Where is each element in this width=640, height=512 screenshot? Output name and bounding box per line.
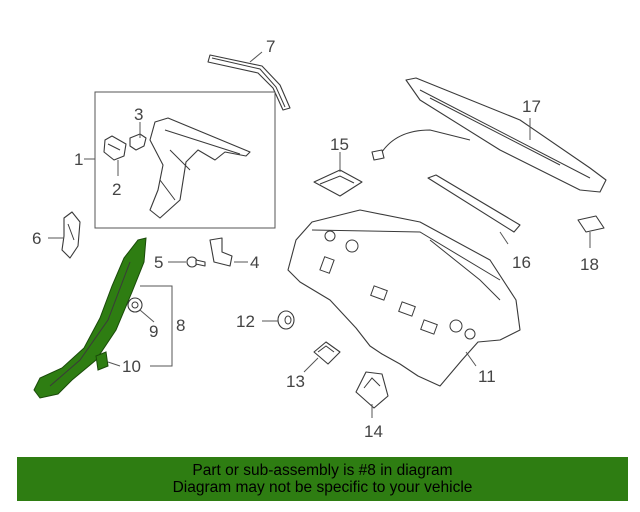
callout-2: 2 [112,180,121,199]
part-11-rear-shelf[interactable] [287,209,521,387]
callout-10: 10 [122,357,141,376]
info-banner: Part or sub-assembly is #8 in diagram Di… [17,457,628,501]
callout-5: 5 [154,253,163,272]
part-8-pillar-trim[interactable] [33,237,147,399]
callout-16: 16 [512,253,531,272]
callout-4: 4 [250,253,259,272]
part-2-clip[interactable] [103,135,127,161]
callout-9: 9 [149,322,158,341]
part-4-bracket[interactable] [209,237,233,267]
part-10-clip[interactable] [95,351,109,371]
part-7-trim-strip[interactable] [207,54,291,111]
banner-line-1: Part or sub-assembly is #8 in diagram [192,462,453,479]
banner-line-2: Diagram may not be specific to your vehi… [172,479,473,496]
callout-1: 1 [74,150,83,169]
part-3-clip[interactable] [129,133,147,151]
callout-6: 6 [32,229,41,248]
part-9-grommet[interactable] [127,297,143,313]
part-14-cover[interactable] [355,371,389,409]
callout-8: 8 [176,316,185,335]
callout-7: 7 [266,37,275,56]
part-5-screw[interactable] [186,256,206,268]
callout-14: 14 [364,422,383,441]
part-15-trim[interactable] [313,169,363,197]
callout-15: 15 [330,135,349,154]
callout-12: 12 [236,312,255,331]
part-6-bracket[interactable] [61,211,81,259]
part-8-body[interactable] [33,237,147,399]
part-18-pad[interactable] [577,215,605,233]
part-13-cover[interactable] [313,341,341,365]
leader-lines [48,51,591,418]
callout-17: 17 [522,97,541,116]
callout-3: 3 [134,105,143,124]
part-12-grommet[interactable] [277,310,295,330]
part-1-quarter-panel[interactable] [149,117,251,219]
assembly-box-1 [94,91,276,229]
part-16-strip[interactable] [427,174,521,233]
callout-11: 11 [478,367,496,386]
callout-labels: 7 1 2 3 6 5 4 15 17 16 18 12 11 13 14 9 … [32,37,599,441]
callout-18: 18 [580,255,599,274]
part-17-insulator[interactable] [371,77,607,193]
callout-13: 13 [286,372,305,391]
